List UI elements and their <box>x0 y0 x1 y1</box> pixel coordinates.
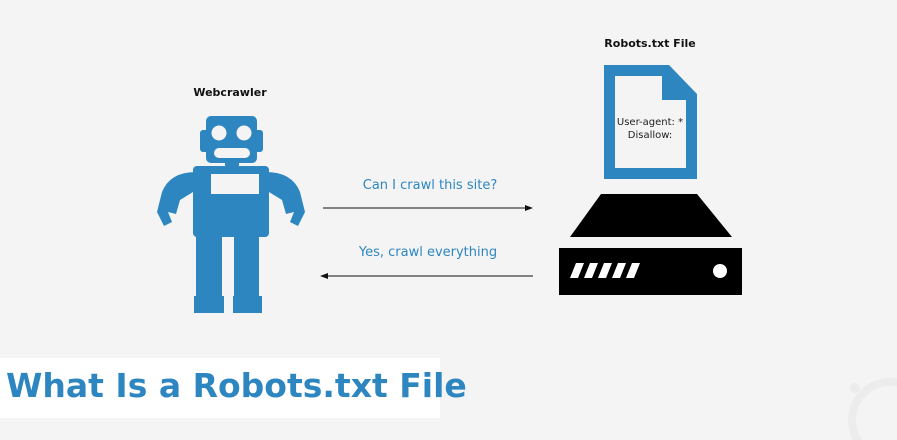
response-message: Yes, crawl everything <box>358 245 498 260</box>
page-title: What Is a Robots.txt File <box>6 366 467 405</box>
request-message: Can I crawl this site? <box>362 178 498 193</box>
file-line-disallow: Disallow: <box>627 130 673 141</box>
document-icon <box>604 65 697 179</box>
robot-label: Webcrawler <box>193 86 267 99</box>
file-contents: User-agent: * Disallow: <box>610 116 690 142</box>
robot-icon <box>157 116 305 313</box>
file-line-user-agent: User-agent: * <box>616 117 684 128</box>
server-icon <box>559 194 742 295</box>
response-arrow <box>320 273 533 279</box>
watermark-logo <box>848 378 897 440</box>
title-banner: What Is a Robots.txt File <box>0 358 467 418</box>
file-label: Robots.txt File <box>604 37 696 50</box>
request-arrow <box>323 205 533 211</box>
